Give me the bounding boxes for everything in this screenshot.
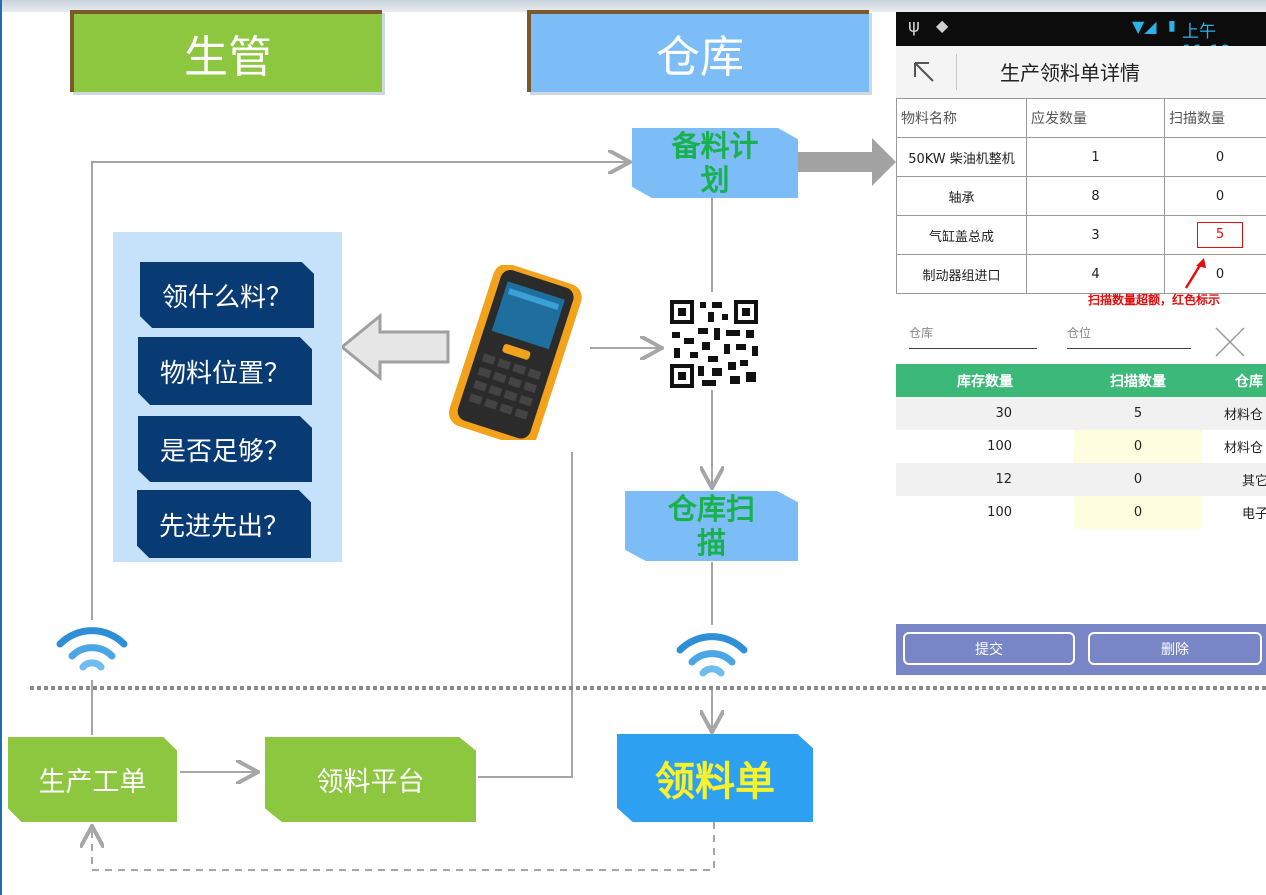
material-name: 轴承 — [896, 176, 1027, 216]
warehouse-scan-box: 仓库扫描 — [625, 491, 798, 561]
table-row[interactable]: 50KW 柴油机整机 1 0 — [896, 137, 1266, 177]
location-input[interactable]: 仓位 — [1067, 324, 1191, 349]
scan-qty: 5 — [1074, 397, 1202, 430]
title-bar: 生产领料单详情 — [896, 46, 1266, 99]
table-row[interactable]: 100 0 电子 — [896, 496, 1266, 529]
wifi-icon-left — [56, 627, 128, 671]
col-scan-qty: 扫描数量 — [1164, 98, 1266, 138]
material-plan-box: 备料计划 — [632, 128, 798, 198]
question-location: 物料位置？ — [138, 337, 312, 405]
action-bar: 提交 删除 — [896, 624, 1266, 675]
material-name: 气缸盖总成 — [896, 215, 1027, 255]
back-arrow-icon[interactable] — [912, 60, 936, 84]
close-icon[interactable] — [1210, 322, 1250, 362]
qr-code-icon — [668, 298, 760, 390]
scan-qty: 0 — [1074, 496, 1202, 529]
delete-button[interactable]: 删除 — [1088, 632, 1262, 665]
table-row[interactable]: 100 0 材料仓 — [896, 430, 1266, 463]
line-platform-pda — [478, 452, 573, 778]
stock-qty: 30 — [896, 397, 1074, 430]
col-stock-qty: 库存数量 — [896, 364, 1074, 397]
over-quantity-note: 扫描数量超额，红色标示 — [1088, 293, 1221, 307]
title-divider — [956, 54, 957, 90]
big-arrow-right — [796, 138, 896, 186]
col-warehouse: 仓库 — [1202, 364, 1266, 397]
questions-panel: 领什么料？ 物料位置？ 是否足够？ 先进先出？ — [113, 232, 342, 562]
warehouse-name: 电子 — [1242, 507, 1266, 522]
table-row[interactable]: 轴承 8 0 — [896, 176, 1266, 216]
table-row[interactable]: 气缸盖总成 3 5 — [896, 215, 1266, 255]
header-warehouse: 仓库 — [527, 10, 869, 92]
stock-qty: 100 — [987, 505, 1012, 520]
line-return-dashed — [92, 822, 715, 871]
material-plan-label: 备料计划 — [671, 129, 759, 197]
detail-header-row: 物料名称 应发数量 扫描数量 — [896, 98, 1266, 138]
red-pointer-arrow — [1184, 258, 1206, 289]
issue-qty: 8 — [1026, 176, 1165, 216]
detail-table: 物料名称 应发数量 扫描数量 50KW 柴油机整机 1 0 轴承 8 0 气缸盖… — [896, 98, 1266, 294]
issue-qty: 1 — [1026, 137, 1165, 177]
scan-qty: 0 — [1074, 463, 1202, 496]
pda-scanner-icon — [448, 265, 582, 440]
material-name: 50KW 柴油机整机 — [896, 137, 1027, 177]
warehouse-name: 材料仓 — [1202, 397, 1266, 430]
top-bar — [0, 0, 1266, 12]
scan-qty: 0 — [1074, 430, 1202, 463]
table-row[interactable]: 30 5 材料仓 — [896, 397, 1266, 430]
warehouse-name: 其它 — [1202, 463, 1266, 496]
wifi-icon-right — [676, 633, 748, 677]
status-bar: ψ ◆ ▼◢ ▮ 上午 11:19 — [896, 12, 1266, 62]
stock-header-row: 库存数量 扫描数量 仓库 — [896, 364, 1266, 397]
left-edge — [0, 0, 2, 895]
production-order-box: 生产工单 — [8, 737, 177, 822]
col-issue-qty: 应发数量 — [1026, 98, 1165, 138]
scan-qty-over: 5 — [1197, 222, 1243, 248]
header-production: 生管 — [70, 10, 382, 92]
issue-qty: 4 — [1026, 254, 1165, 294]
scan-qty-cell: 5 — [1164, 215, 1266, 255]
col-scan-qty: 扫描数量 — [1074, 364, 1202, 397]
question-enough: 是否足够？ — [138, 416, 312, 482]
material-name: 制动器组进口 — [896, 254, 1027, 294]
warehouse-scan-label: 仓库扫描 — [667, 492, 755, 560]
pick-list-box: 领料单 — [617, 734, 813, 822]
page-title: 生产领料单详情 — [1000, 61, 1140, 85]
table-row[interactable]: 12 0 其它 — [896, 463, 1266, 496]
col-material-name: 物料名称 — [896, 98, 1027, 138]
usb-icon: ψ — [908, 16, 920, 37]
scan-qty: 0 — [1164, 137, 1266, 177]
stock-qty: 100 — [987, 439, 1012, 454]
signal-icon: ▼◢ — [1132, 17, 1157, 36]
question-fifo: 先进先出？ — [137, 490, 311, 558]
battery-icon: ▮ — [1168, 18, 1176, 34]
issue-qty: 3 — [1026, 215, 1165, 255]
hollow-arrow-left — [339, 312, 450, 382]
stock-qty: 12 — [896, 463, 1074, 496]
scan-qty: 0 — [1164, 176, 1266, 216]
question-what-material: 领什么料？ — [140, 262, 314, 328]
pick-platform-box: 领料平台 — [265, 737, 476, 822]
scan-qty: 0 — [1164, 254, 1266, 294]
warehouse-name: 材料仓 — [1224, 441, 1264, 456]
table-row[interactable]: 制动器组进口 4 0 — [896, 254, 1266, 294]
submit-button[interactable]: 提交 — [903, 632, 1075, 665]
stock-table: 库存数量 扫描数量 仓库 30 5 材料仓 100 0 材料仓 12 0 其它 … — [896, 364, 1266, 529]
warehouse-input[interactable]: 仓库 — [909, 324, 1037, 349]
android-icon: ◆ — [936, 16, 949, 35]
line-to-plan — [91, 162, 628, 620]
phone-screen: ψ ◆ ▼◢ ▮ 上午 11:19 生产领料单详情 物料名称 应发数量 扫描数量… — [896, 12, 1266, 675]
